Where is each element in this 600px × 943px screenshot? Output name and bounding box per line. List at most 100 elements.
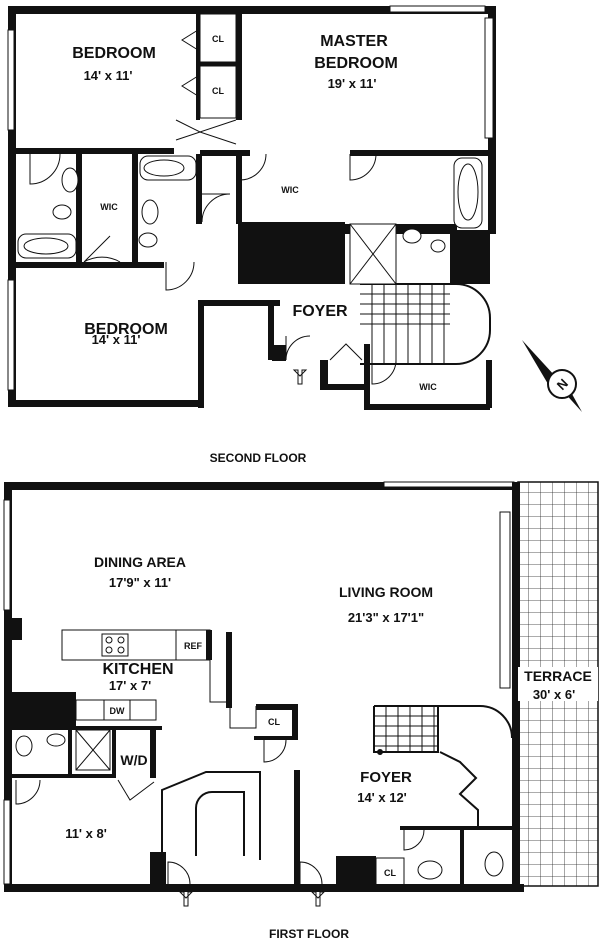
window: [484, 17, 494, 139]
second-floor-foyer-name: FOYER: [292, 303, 348, 320]
wall-segment: [254, 736, 298, 740]
door-swing: [165, 261, 195, 291]
wall-segment: [226, 632, 232, 708]
wall-segment: [364, 404, 490, 410]
small-room-size: 11' x 8': [65, 826, 107, 841]
window: [7, 279, 15, 391]
up-arrow-icon: [292, 369, 308, 385]
wall-segment: [345, 224, 457, 234]
master-bedroom-name-line1: MASTER: [320, 33, 388, 50]
closet-label: CL: [212, 86, 224, 96]
wall-segment: [12, 774, 112, 778]
door-swing: [299, 861, 323, 885]
wall-segment: [196, 154, 202, 224]
wall-segment: [4, 884, 524, 892]
wall-segment: [4, 692, 76, 726]
door-swing: [167, 861, 191, 885]
window: [3, 799, 11, 885]
terrace-size: 30' x 6': [533, 687, 575, 702]
wall-segment: [236, 10, 242, 120]
hall-wall: [195, 791, 245, 856]
master-bedroom-name-line2: BEDROOM: [314, 55, 398, 72]
wall-segment: [512, 482, 520, 888]
wall-segment: [488, 154, 496, 234]
wall-segment: [328, 384, 368, 390]
kitchen-name: KITCHEN: [102, 661, 173, 678]
wd-label: W/D: [120, 752, 147, 768]
wall-segment: [450, 230, 490, 284]
wall-segment: [460, 830, 464, 886]
first-floor-foyer-name: FOYER: [360, 769, 412, 786]
bath-fixtures: [17, 155, 483, 285]
closet: [199, 65, 237, 119]
wic-label: WIC: [281, 185, 299, 195]
dining-area-size: 17'9" x 11': [109, 575, 171, 590]
wall-segment: [272, 345, 286, 361]
wall-segment: [364, 344, 370, 408]
kitchen-island: [209, 660, 257, 729]
door-swing: [329, 343, 363, 361]
door-swing: [239, 153, 267, 181]
kitchen-size: 17' x 7': [109, 678, 151, 693]
first-floor-plan: REF DW W/D CL: [3, 481, 599, 907]
cooktop: [101, 633, 129, 657]
door-swing: [117, 779, 155, 801]
wall-segment: [14, 148, 174, 154]
wall-segment: [236, 154, 242, 224]
closet: [375, 857, 405, 887]
wall-segment: [350, 150, 490, 156]
bedroom-nw-size: 14' x 11': [84, 68, 133, 83]
wall-segment: [198, 300, 204, 408]
wall-segment: [196, 62, 236, 66]
wall-segment: [294, 770, 300, 886]
door-swing: [15, 779, 41, 805]
wall-segment: [4, 618, 22, 640]
first-floor-caption: FIRST FLOOR: [269, 927, 349, 941]
wall-segment: [320, 360, 328, 390]
first-floor-foyer-size: 14' x 12': [357, 790, 407, 805]
wall-segment: [336, 856, 376, 888]
closet-label: CL: [268, 717, 280, 727]
wall-segment: [14, 262, 164, 268]
living-room-size: 21'3" x 17'1": [348, 610, 424, 625]
window: [7, 29, 15, 131]
wall-segment: [112, 726, 116, 778]
wall-segment: [4, 482, 12, 892]
terrace-label-bg: [518, 667, 598, 701]
wall-segment: [486, 360, 492, 408]
closet-label: CL: [384, 868, 396, 878]
wic-label: WIC: [419, 382, 437, 392]
door-swing: [285, 335, 311, 361]
wall-segment: [200, 300, 280, 306]
wall-segment: [76, 154, 82, 264]
closet: [199, 13, 237, 63]
master-bedroom-size: 19' x 11': [328, 76, 377, 91]
wall-segment: [150, 852, 166, 886]
window: [389, 5, 486, 13]
door: [175, 119, 237, 133]
bedroom-sw-size: 14' x 11': [92, 332, 141, 347]
wall-segment: [206, 630, 212, 660]
stair-wall: [439, 751, 479, 830]
door-swing: [83, 235, 121, 263]
door-swing: [263, 739, 287, 763]
door-swing: [201, 193, 231, 223]
up-arrow-icon: [310, 891, 326, 907]
wall-segment: [400, 826, 512, 830]
chase-block: [238, 222, 345, 284]
wall-segment: [12, 726, 162, 730]
staircase: [373, 705, 513, 755]
wall-segment: [256, 704, 296, 710]
closet-label: CL: [212, 34, 224, 44]
wall-segment: [200, 150, 250, 156]
wall-segment: [292, 704, 298, 740]
door-swing: [29, 153, 61, 185]
wic-label: WIC: [100, 202, 118, 212]
bedroom-sw-name: BEDROOM: [84, 321, 168, 338]
wall-segment: [268, 300, 274, 360]
second-floor-plan: BEDROOM 14' x 11' MASTER BEDROOM 19' x 1…: [7, 5, 496, 410]
wall-segment: [196, 10, 200, 120]
dw-label: DW: [110, 706, 125, 716]
wall-segment: [8, 400, 198, 407]
